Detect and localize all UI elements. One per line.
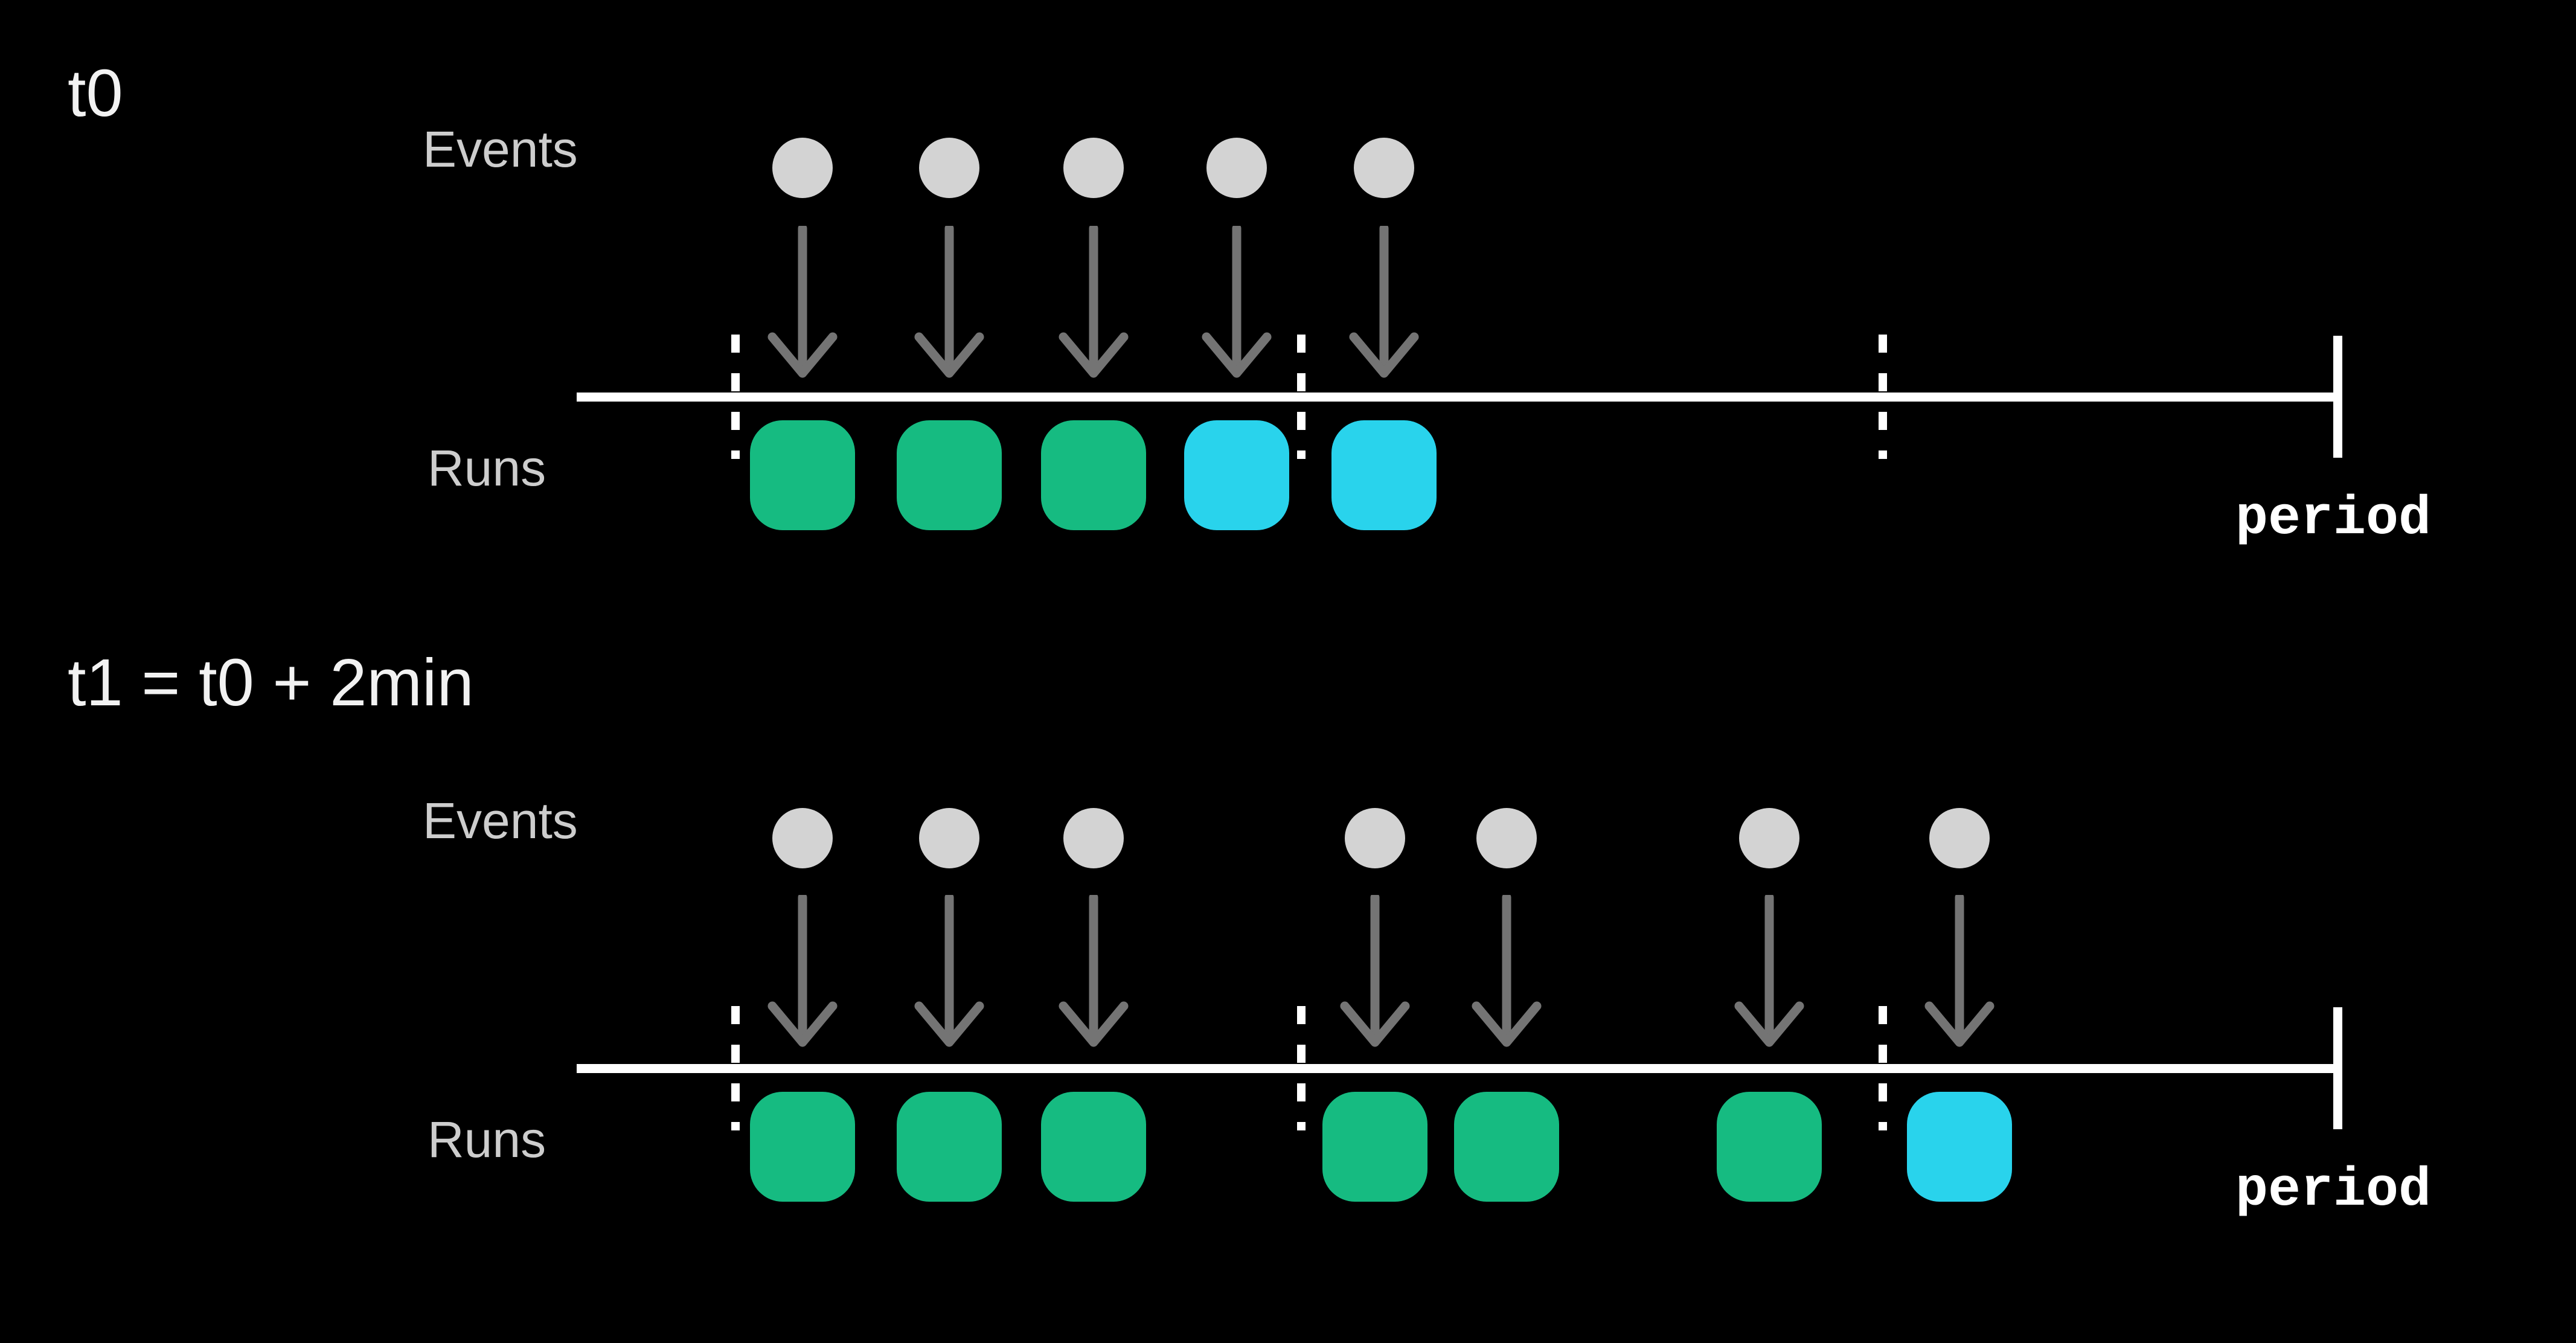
arrow-down-icon xyxy=(767,226,838,378)
run-box xyxy=(1041,1092,1146,1202)
event-dot xyxy=(1206,138,1267,198)
event-dot xyxy=(1739,808,1799,868)
arrow-down-icon xyxy=(1472,895,1542,1047)
arrow-down-icon xyxy=(767,895,838,1047)
period-label: period xyxy=(2235,1160,2432,1222)
run-box xyxy=(750,1092,855,1202)
arrow-down-icon xyxy=(1734,895,1804,1047)
arrow-down-icon xyxy=(914,895,984,1047)
arrow-down-icon xyxy=(914,226,984,378)
event-dot xyxy=(1063,138,1124,198)
run-box xyxy=(1717,1092,1822,1202)
runs-label: Runs xyxy=(428,1111,546,1168)
arrow-down-icon xyxy=(1924,895,1994,1047)
run-box xyxy=(1454,1092,1559,1202)
runs-label: Runs xyxy=(428,440,546,496)
arrow-down-icon xyxy=(1059,895,1129,1047)
event-dot xyxy=(1476,808,1537,868)
period-tick xyxy=(1879,1006,1887,1130)
run-box xyxy=(1322,1092,1427,1202)
event-dot xyxy=(1063,808,1124,868)
event-dot xyxy=(772,138,833,198)
period-tick xyxy=(1297,335,1306,459)
period-tick xyxy=(1297,1006,1306,1130)
event-dot xyxy=(919,138,979,198)
event-dot xyxy=(919,808,979,868)
arrow-down-icon xyxy=(1349,226,1419,378)
event-dot xyxy=(1354,138,1414,198)
run-box xyxy=(897,420,1002,530)
arrow-down-icon xyxy=(1059,226,1129,378)
run-box xyxy=(1041,420,1146,530)
timeline-end-cap xyxy=(2333,1007,2342,1129)
period-tick xyxy=(1879,335,1887,459)
arrow-down-icon xyxy=(1202,226,1272,378)
arrow-down-icon xyxy=(1340,895,1410,1047)
timeline-axis xyxy=(577,1064,2338,1073)
event-dot xyxy=(1345,808,1405,868)
event-dot xyxy=(1929,808,1990,868)
run-box xyxy=(750,420,855,530)
section-title: t1 = t0 + 2min xyxy=(68,646,474,720)
run-box xyxy=(1907,1092,2012,1202)
period-label: period xyxy=(2235,489,2432,550)
timeline-axis xyxy=(577,393,2338,402)
timeline-end-cap xyxy=(2333,336,2342,458)
events-label: Events xyxy=(423,121,578,178)
run-box xyxy=(1331,420,1437,530)
run-box xyxy=(897,1092,1002,1202)
section-title: t0 xyxy=(68,56,123,130)
run-box xyxy=(1184,420,1289,530)
period-tick xyxy=(731,1006,740,1130)
event-dot xyxy=(772,808,833,868)
period-tick xyxy=(731,335,740,459)
events-label: Events xyxy=(423,792,578,849)
